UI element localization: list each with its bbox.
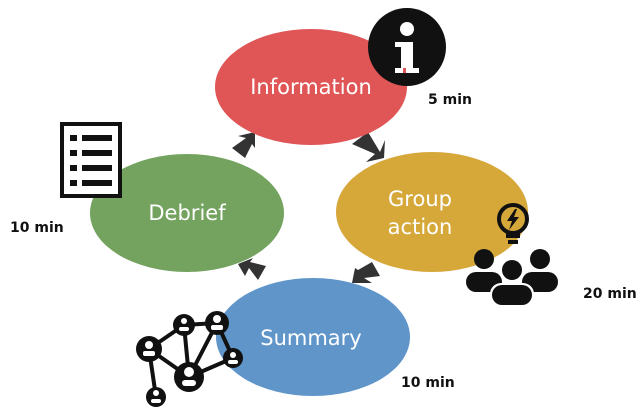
stage-group-action-label-line-2: action [388, 215, 453, 239]
stage-summary: Summary [216, 278, 410, 396]
cycle-arrows [232, 132, 385, 283]
stage-information-ellipse [215, 29, 407, 145]
duration-debrief: 10 min [10, 220, 64, 236]
stage-debrief: Debrief [90, 154, 284, 272]
duration-summary: 10 min [401, 375, 455, 391]
stage-group-action-ellipse [336, 152, 528, 272]
checklist-icon [60, 122, 122, 198]
stage-information: Information [215, 29, 407, 145]
arrow-group-action-to-summary [352, 262, 380, 283]
stage-group-action: Group action [336, 152, 528, 272]
stage-summary-ellipse [216, 278, 410, 396]
stage-group-action-label-line-1: Group [388, 187, 452, 211]
people-group-icon [466, 249, 558, 305]
arrow-debrief-to-information [232, 132, 255, 158]
stage-debrief-label: Debrief [148, 201, 226, 225]
info-icon [368, 8, 446, 86]
arrow-summary-to-debrief [238, 258, 266, 280]
stage-debrief-ellipse [90, 154, 284, 272]
duration-group-action: 20 min [583, 286, 637, 302]
stage-information-label: Information [250, 75, 372, 99]
lightbulb-icon [497, 203, 529, 244]
arrow-information-to-group-action [352, 132, 385, 162]
duration-information: 5 min [428, 92, 472, 108]
network-icon [136, 311, 243, 407]
stage-summary-label: Summary [260, 326, 361, 350]
